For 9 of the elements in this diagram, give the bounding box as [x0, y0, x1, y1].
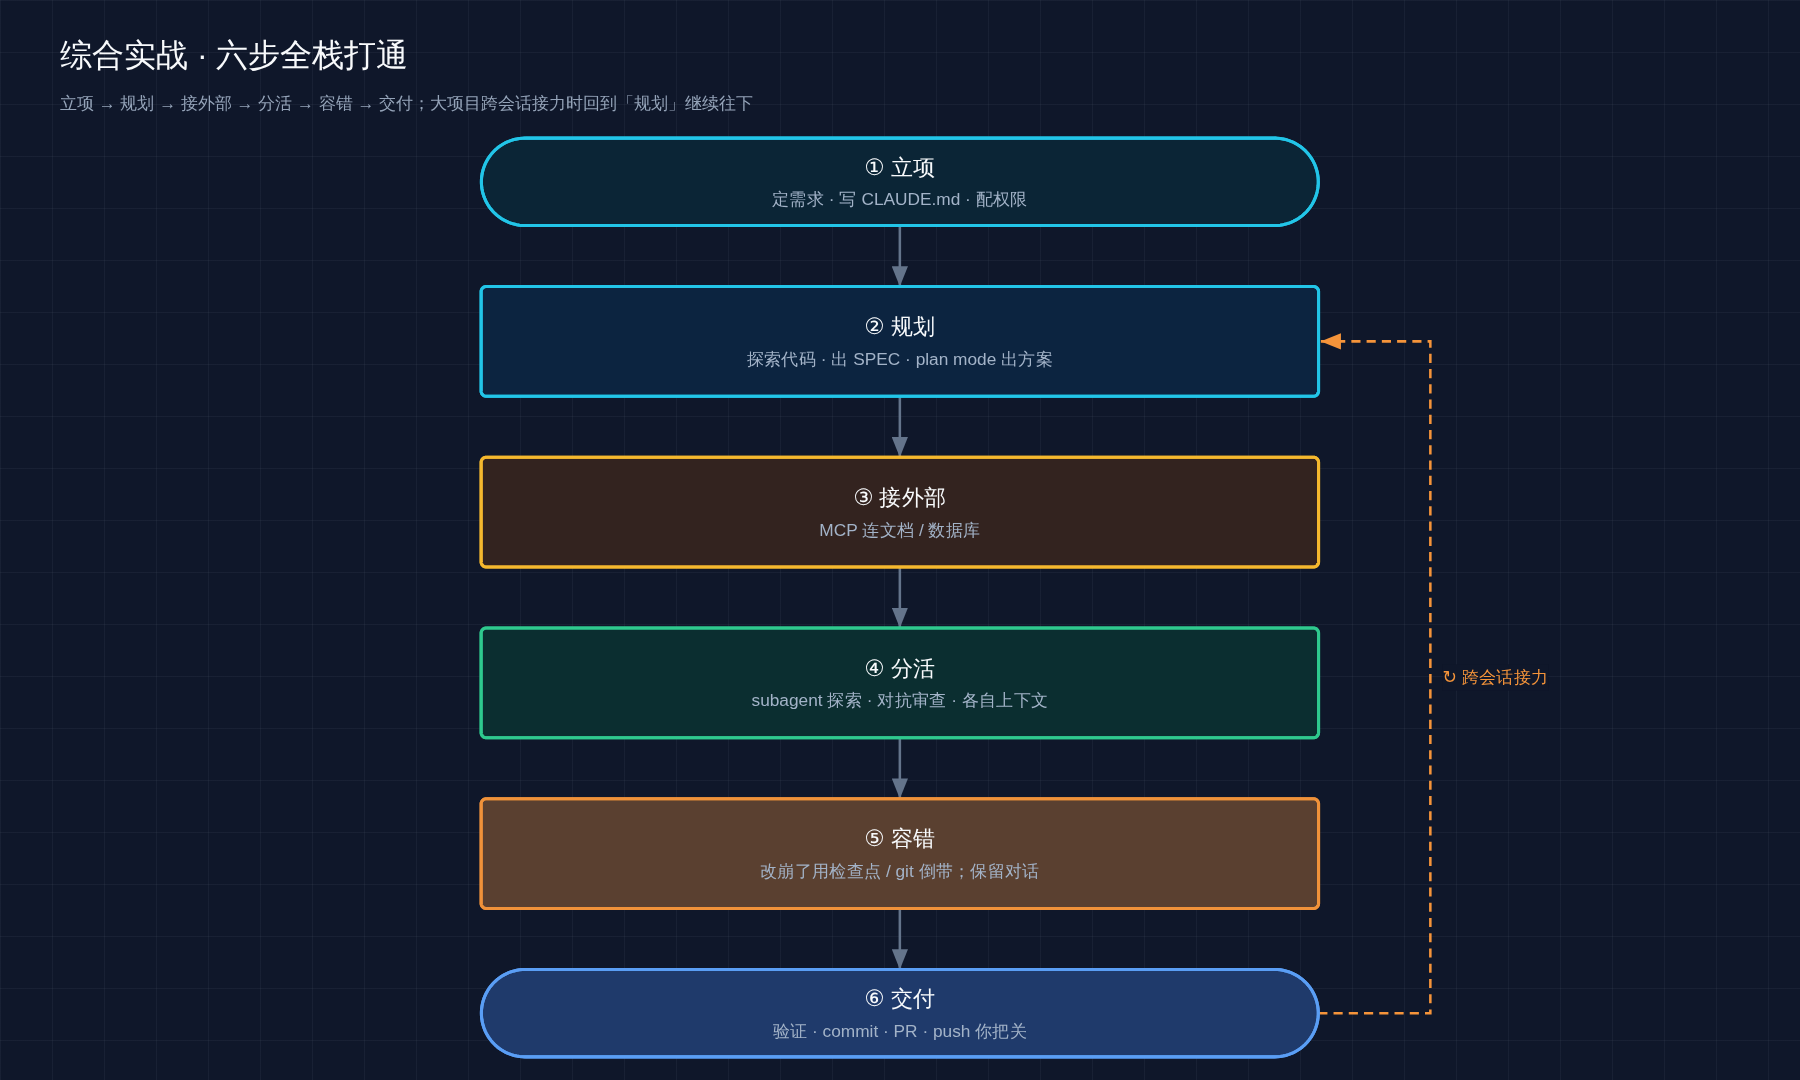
arrow — [891, 225, 909, 287]
arrow — [891, 737, 909, 799]
edge-label: ↻ 跨会话接力 — [1442, 667, 1549, 687]
arrow — [1318, 333, 1432, 1015]
arrow — [891, 396, 909, 458]
arrow — [891, 567, 909, 628]
subtitle-text: 立项 → 规划 → 接外部 → 分活 → 容错 → 交付；大项目跨会话接力时回到「规划」继续往下 — [60, 93, 754, 115]
diagram-title: 综合实战 · 六步全栈打通 — [60, 36, 409, 75]
arrow — [891, 908, 909, 970]
